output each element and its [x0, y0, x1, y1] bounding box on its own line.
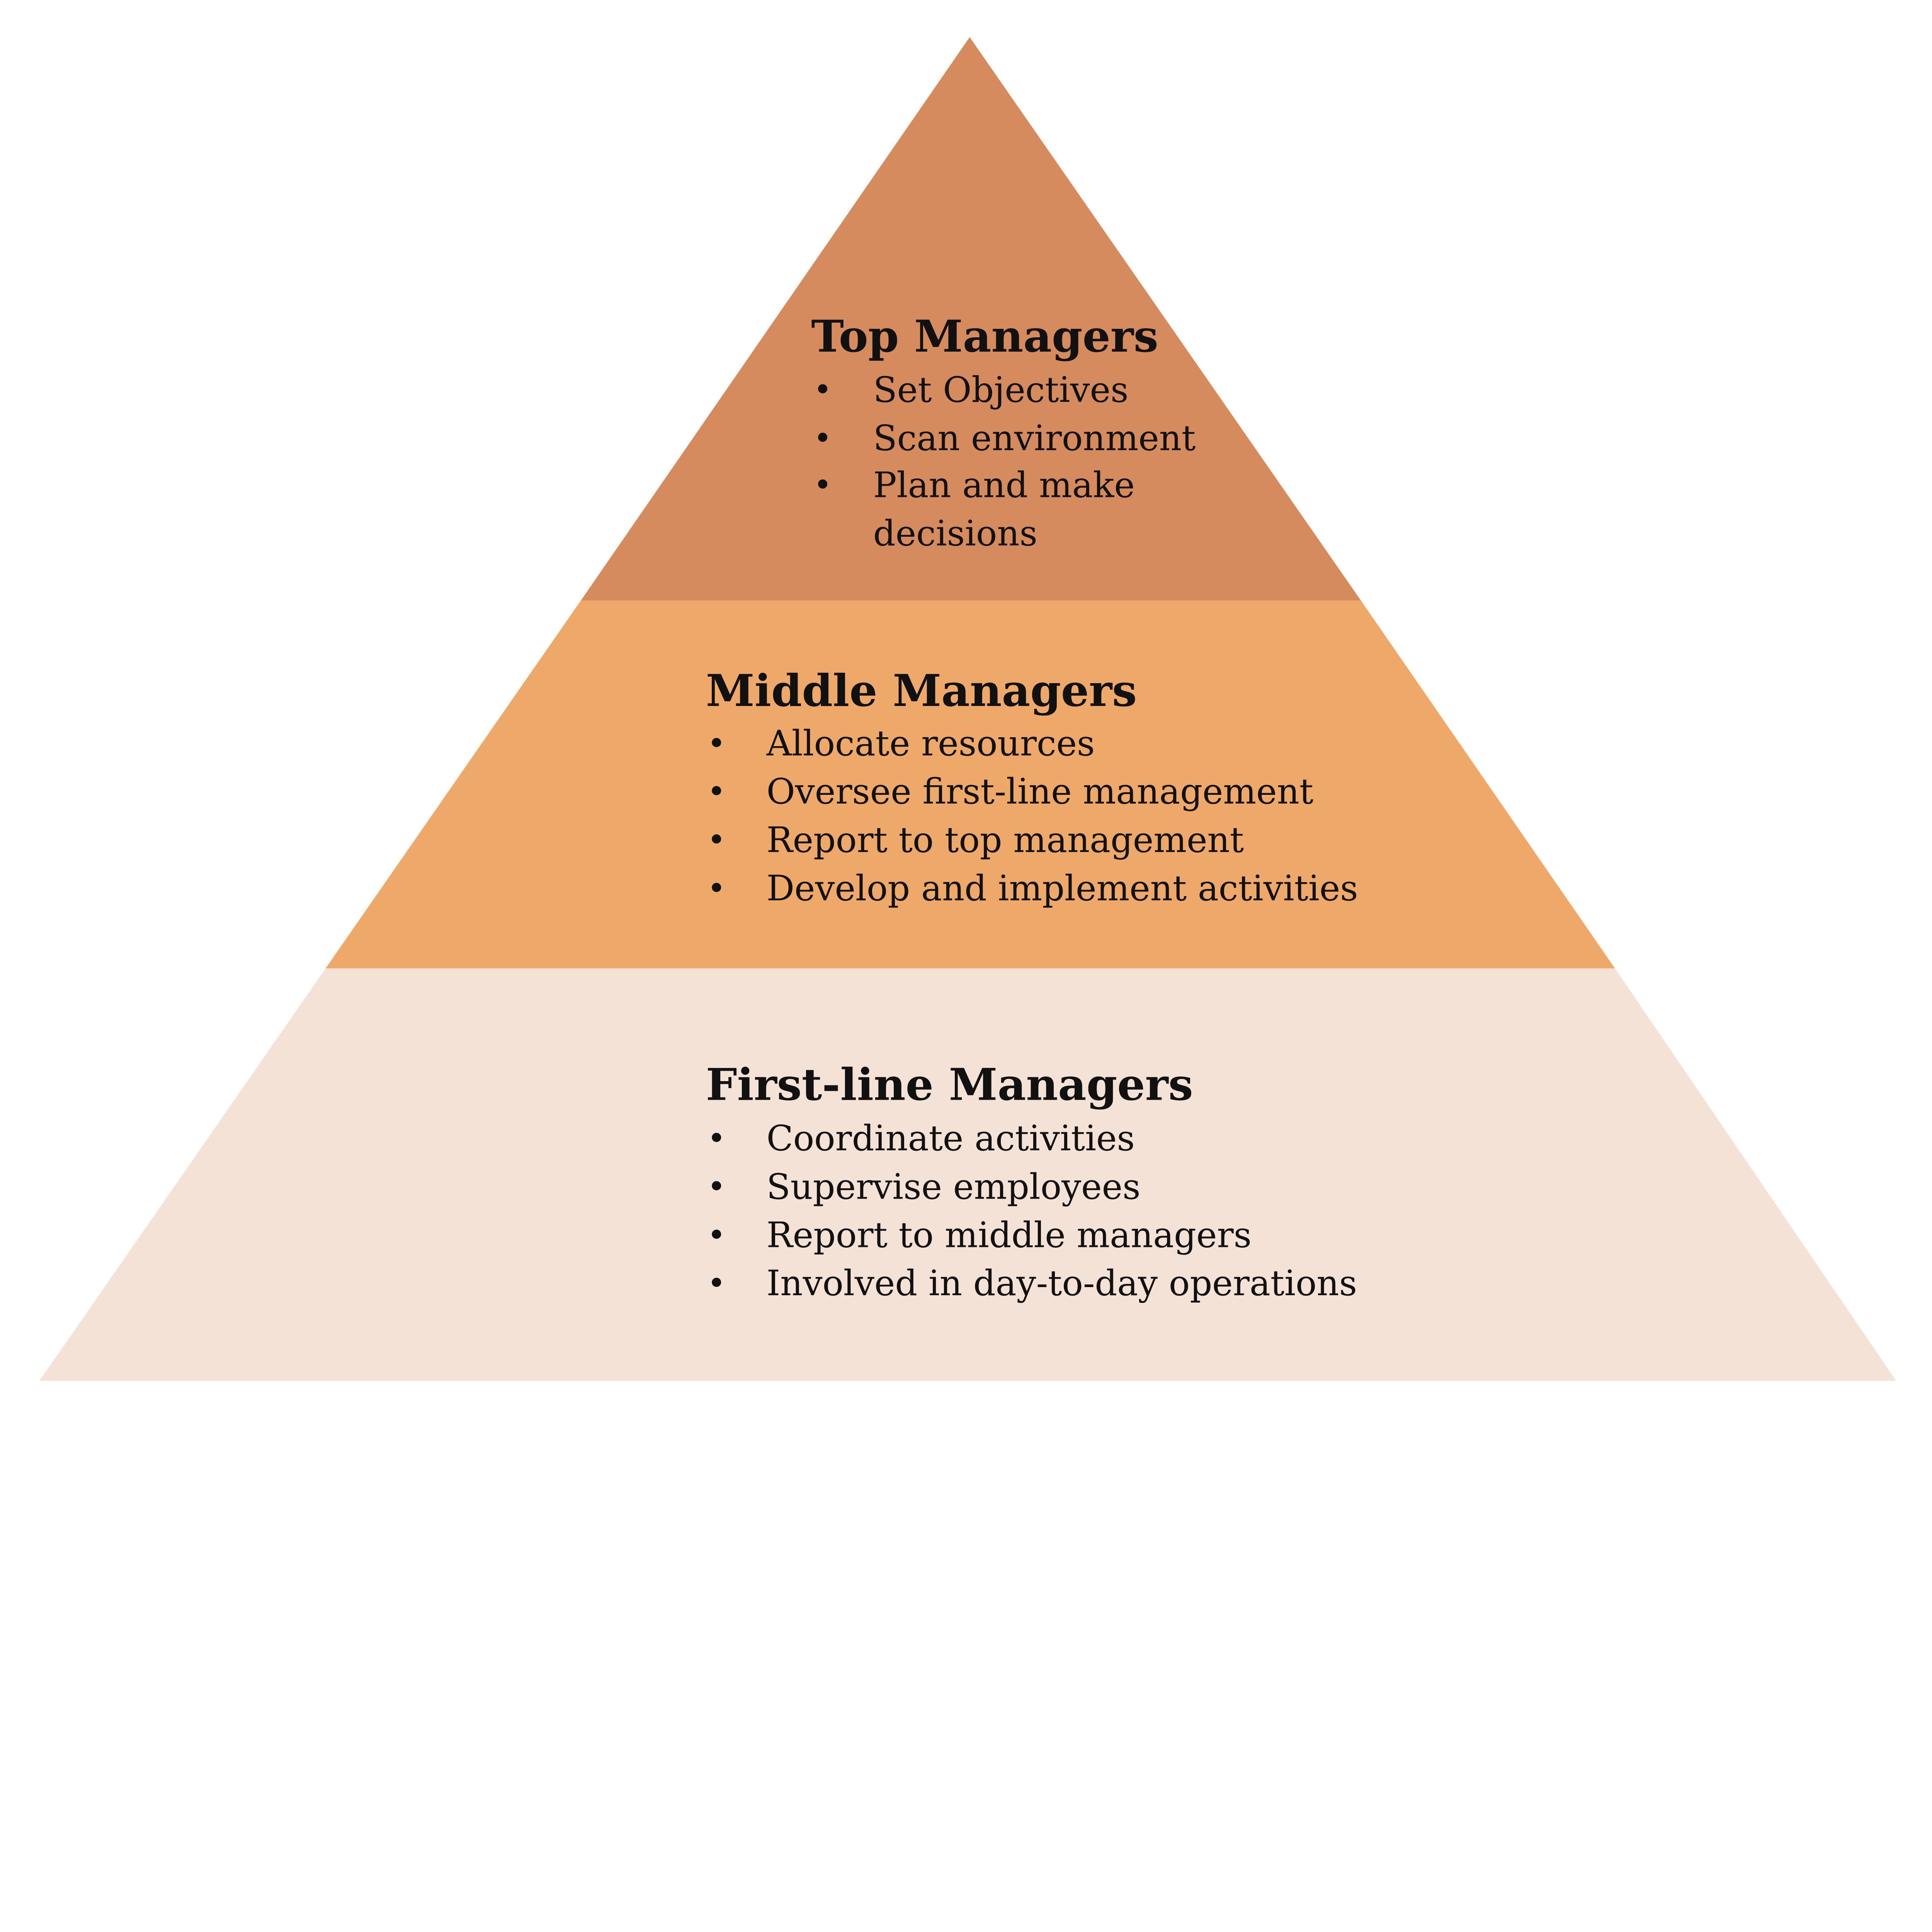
list-item: decisions [873, 514, 1037, 554]
bullet-icon: • [813, 372, 832, 408]
tier-middle-shape [325, 600, 1615, 969]
list-item: Allocate resources [766, 723, 1095, 764]
list-item: Set Objectives [873, 370, 1129, 410]
list-item: Report to top management [767, 820, 1244, 861]
tier-bottom-shape [39, 968, 1896, 1381]
tier-title: Top Managers [811, 310, 1158, 362]
bullet-icon: • [813, 467, 832, 503]
tier-title: First-line Managers [706, 1058, 1193, 1110]
bullet-icon: • [707, 1265, 726, 1302]
list-item: Involved in day-to-day operations [767, 1263, 1357, 1304]
tier-bottom-text: First-line Managers • Coordinate activit… [706, 1058, 1357, 1304]
tier-title: Middle Managers [706, 665, 1137, 716]
tier-top-shape [581, 37, 1361, 601]
bullet-icon: • [707, 725, 726, 762]
list-item: Oversee first-line management [767, 772, 1314, 812]
bullet-icon: • [707, 822, 726, 859]
bullet-icon: • [707, 773, 726, 810]
management-pyramid: Top Managers • Set Objectives • Scan env… [39, 37, 1896, 1381]
list-item: Supervise employees [767, 1167, 1141, 1207]
list-item: Coordinate activities [767, 1118, 1135, 1159]
bullet-icon: • [707, 870, 726, 907]
bullet-icon: • [707, 1217, 726, 1253]
bullet-icon: • [813, 420, 832, 457]
list-item: Report to middle managers [767, 1215, 1252, 1256]
bullet-icon: • [707, 1168, 726, 1205]
tier-top-text: Top Managers • Set Objectives • Scan env… [811, 310, 1196, 554]
list-item: Plan and make [873, 465, 1135, 505]
list-item: Scan environment [873, 418, 1196, 459]
tier-middle-text: Middle Managers • Allocate resources • O… [706, 665, 1358, 909]
list-item: Develop and implement activities [767, 868, 1358, 909]
bullet-icon: • [707, 1120, 726, 1157]
